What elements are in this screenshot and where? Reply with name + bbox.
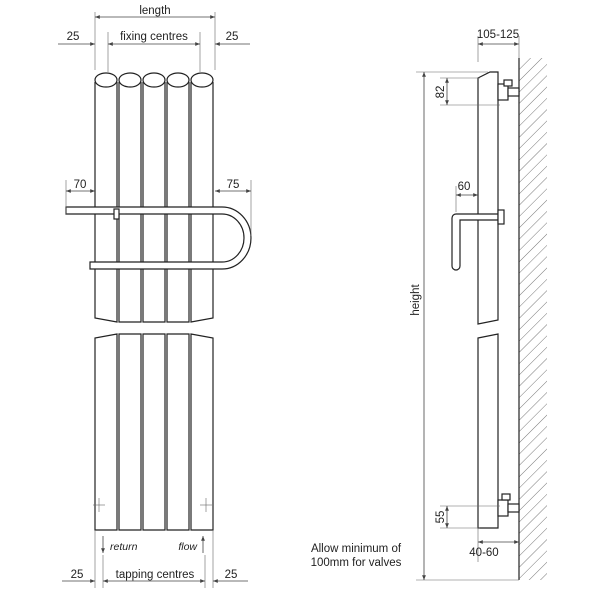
height-label: height (410, 284, 422, 316)
middle-bracket (497, 209, 505, 225)
fixing-right-offset: 25 (226, 31, 239, 43)
side-handle (451, 213, 499, 271)
depth-label: 105-125 (477, 29, 519, 41)
lower-tubes (93, 333, 214, 531)
return-label: return (110, 541, 138, 553)
top-bracket-label: 82 (435, 86, 447, 99)
side-view: 105-125 82 60 55 (311, 29, 547, 581)
tapping-left-offset: 25 (71, 569, 84, 581)
side-upper-body (477, 71, 499, 325)
handle-offset-label: 60 (458, 181, 471, 193)
bottom-bracket-label: 55 (435, 511, 447, 524)
valve-note-line1: Allow minimum of (311, 543, 402, 555)
rail-left-offset: 70 (74, 179, 87, 191)
front-view: length 25 fixing centres 25 (58, 5, 252, 588)
wall-hatching (519, 58, 547, 580)
tapping-centres-label: tapping centres (116, 569, 195, 581)
rail-right-offset: 75 (227, 179, 240, 191)
tapping-right-offset: 25 (225, 569, 238, 581)
fixing-centres-label: fixing centres (120, 31, 188, 43)
upper-tubes (94, 72, 214, 323)
top-bracket (497, 79, 520, 101)
fixing-left-offset: 25 (67, 31, 80, 43)
side-lower-body (477, 333, 499, 529)
bottom-bracket (497, 493, 520, 517)
length-label: length (139, 5, 170, 17)
flow-label: flow (178, 541, 198, 553)
valve-depth-label: 40-60 (469, 547, 498, 559)
towel-rail (65, 206, 252, 270)
valve-note-line2: 100mm for valves (311, 557, 402, 569)
